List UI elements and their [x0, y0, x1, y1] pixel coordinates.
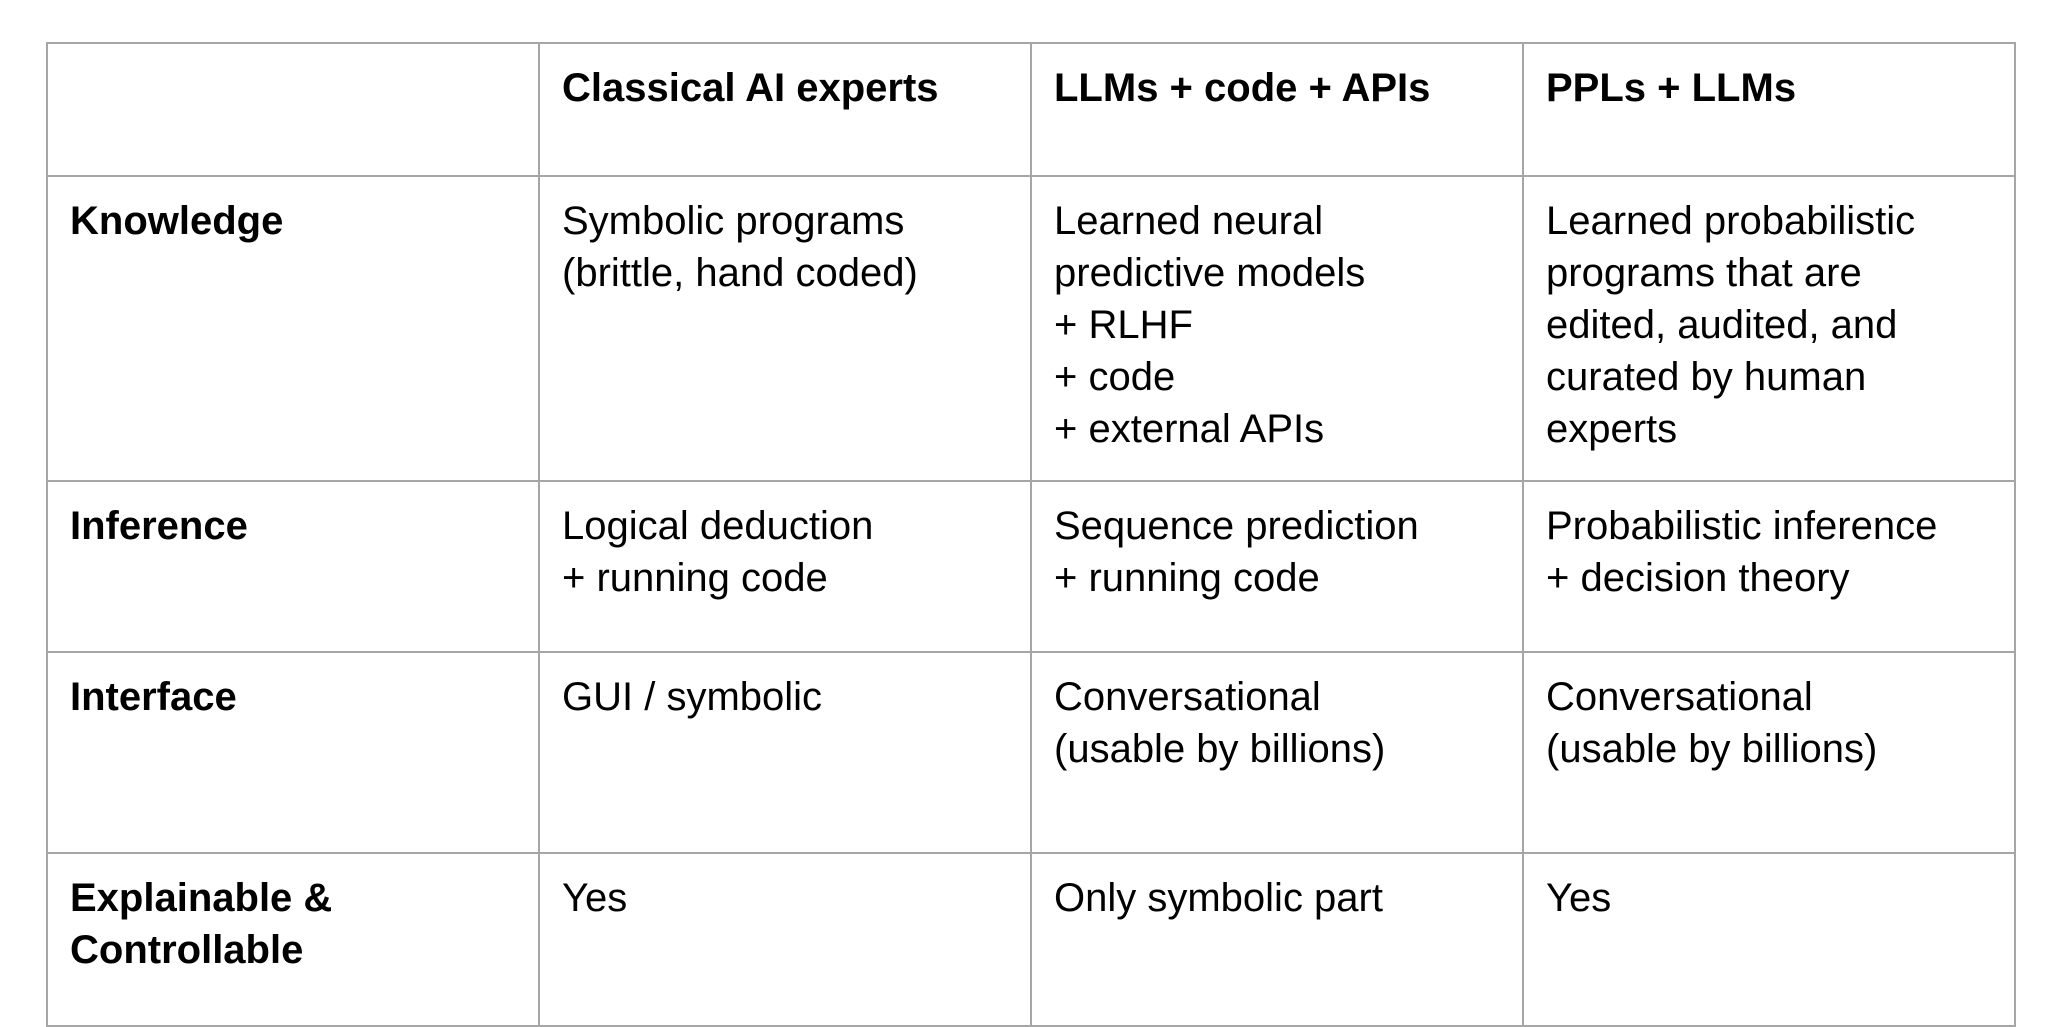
table-row: Inference Logical deduction + running co…	[46, 480, 2016, 653]
table-cell: GUI / symbolic	[538, 651, 1032, 854]
table-cell: Logical deduction + running code	[538, 480, 1032, 653]
table-row: Interface GUI / symbolic Conversational …	[46, 651, 2016, 854]
header-cell-ppls-llms: PPLs + LLMs	[1522, 42, 2016, 177]
table-cell: Probabilistic inference + decision theor…	[1522, 480, 2016, 653]
row-label-explainable-controllable: Explainable & Controllable	[46, 852, 540, 1027]
table-cell: Learned probabilistic programs that are …	[1522, 175, 2016, 482]
header-cell-empty	[46, 42, 540, 177]
table-cell: Conversational (usable by billions)	[1522, 651, 2016, 854]
table-cell: Sequence prediction + running code	[1030, 480, 1524, 653]
table-row: Knowledge Symbolic programs (brittle, ha…	[46, 175, 2016, 482]
table-cell: Conversational (usable by billions)	[1030, 651, 1524, 854]
row-label-inference: Inference	[46, 480, 540, 653]
header-cell-llms-code-apis: LLMs + code + APIs	[1030, 42, 1524, 177]
table-cell: Yes	[538, 852, 1032, 1027]
header-cell-classical-ai: Classical AI experts	[538, 42, 1032, 177]
comparison-table: Classical AI experts LLMs + code + APIs …	[46, 42, 2016, 1027]
table-cell: Symbolic programs (brittle, hand coded)	[538, 175, 1032, 482]
table-cell: Yes	[1522, 852, 2016, 1027]
table-header-row: Classical AI experts LLMs + code + APIs …	[46, 42, 2016, 177]
table-cell: Only symbolic part	[1030, 852, 1524, 1027]
row-label-interface: Interface	[46, 651, 540, 854]
row-label-knowledge: Knowledge	[46, 175, 540, 482]
table-cell: Learned neural predictive models + RLHF …	[1030, 175, 1524, 482]
table-row: Explainable & Controllable Yes Only symb…	[46, 852, 2016, 1027]
